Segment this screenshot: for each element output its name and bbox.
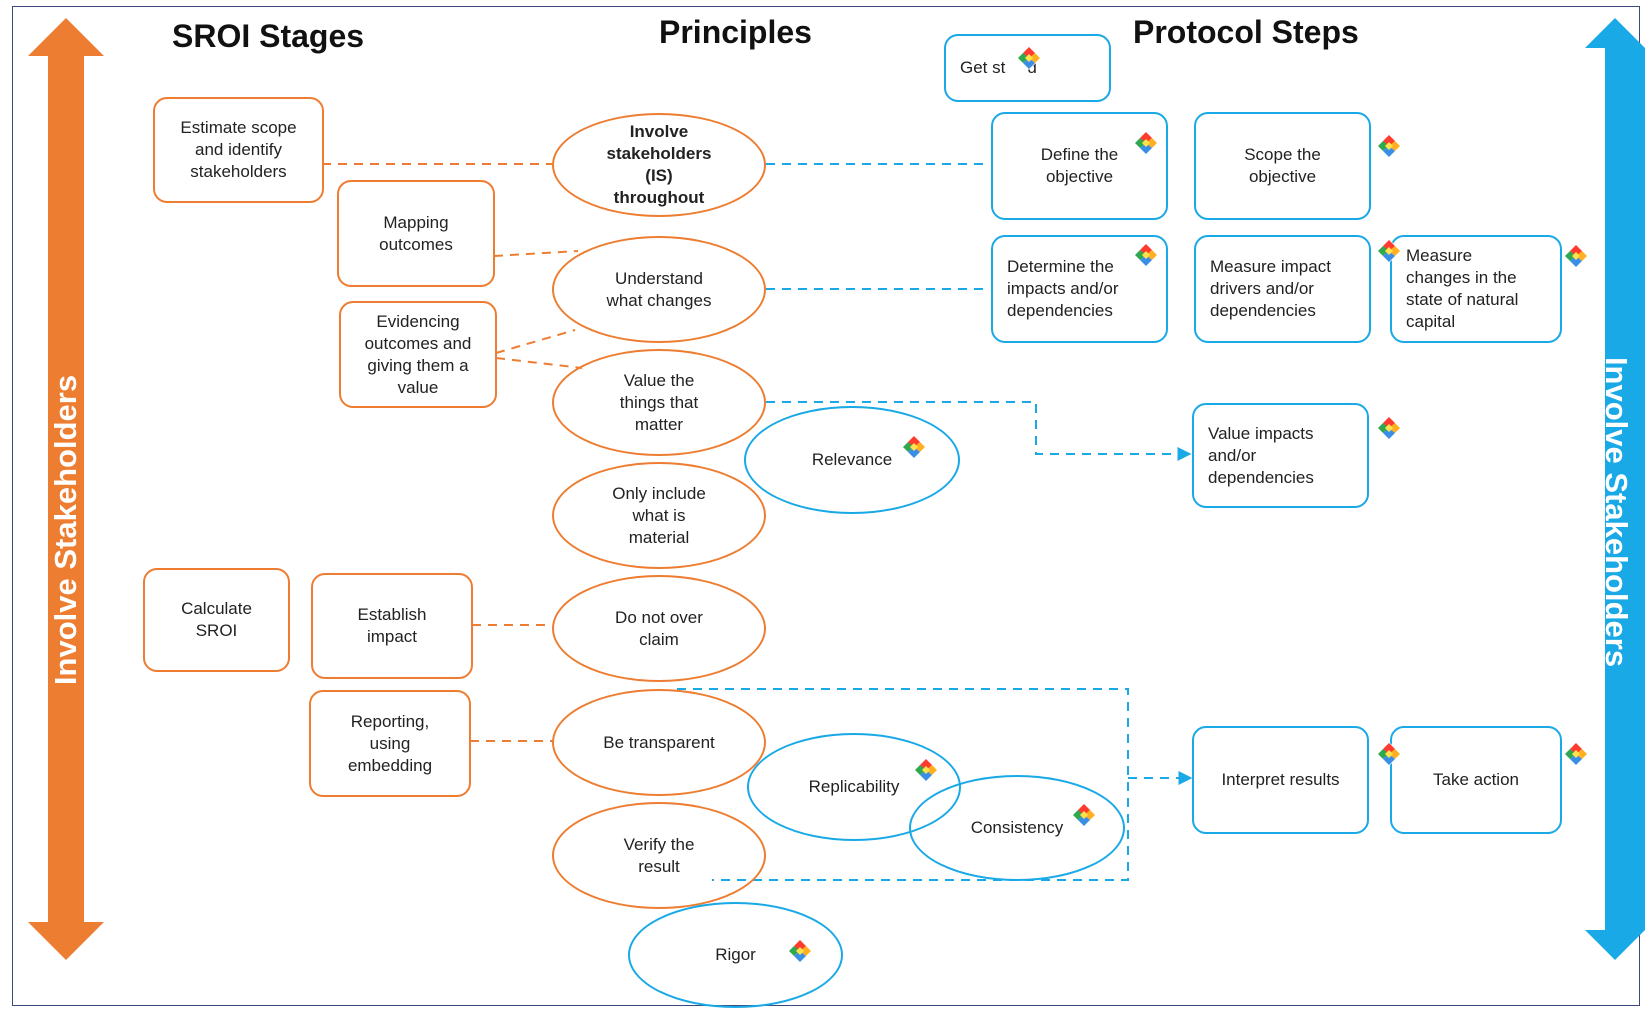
step-determine-impacts-label: Determine the impacts and/or dependencie… — [1007, 257, 1119, 320]
right-involve-label: Involve Stakeholders — [1599, 356, 1634, 668]
heading-principles: Principles — [659, 14, 812, 50]
stage-evidencing-outcomes: Evidencing outcomes and giving them a va… — [339, 301, 497, 408]
protocol-principle-relevance: Relevance — [744, 406, 960, 514]
stage-establish-impact-label: Establish impact — [357, 605, 427, 646]
principle-only-material-label: Only include what is material — [612, 483, 706, 547]
diamond-logo-icon — [1564, 742, 1588, 766]
step-scope-objective-label: Scope the objective — [1244, 145, 1321, 186]
protocol-principle-rigor: Rigor — [628, 902, 843, 1008]
step-get-started-label-tail: d — [1027, 58, 1037, 77]
principle-be-transparent: Be transparent — [552, 689, 766, 796]
step-value-impacts: Value impacts and/or dependencies — [1192, 403, 1369, 508]
step-interpret-results-label: Interpret results — [1221, 770, 1340, 789]
heading-protocol-steps: Protocol Steps — [1133, 14, 1359, 50]
stage-calculate-sroi: Calculate SROI — [143, 568, 290, 672]
step-value-impacts-label: Value impacts and/or dependencies — [1208, 423, 1314, 487]
stage-reporting-label: Reporting, using embedding — [347, 711, 433, 775]
principle-understand-changes: Understand what changes — [552, 236, 766, 343]
diamond-logo-icon — [914, 758, 938, 782]
step-define-objective-label: Define the objective — [1040, 145, 1119, 186]
principle-understand-changes-label: Understand what changes — [606, 268, 712, 310]
stage-estimate-scope-label: Estimate scope and identify stakeholders — [180, 118, 297, 181]
principle-verify-result-label: Verify the result — [623, 834, 695, 876]
stage-mapping-outcomes-label: Mapping outcomes — [379, 212, 453, 254]
principle-value-things: Value the things that matter — [552, 349, 766, 456]
diamond-logo-icon — [1134, 131, 1158, 155]
step-interpret-results: Interpret results — [1192, 726, 1369, 834]
heading-sroi-stages: SROI Stages — [172, 18, 365, 54]
step-define-objective: Define the objective — [991, 112, 1168, 220]
diamond-logo-icon — [1377, 134, 1401, 158]
step-measure-drivers: Measure impact drivers and/or dependenci… — [1194, 235, 1371, 343]
diamond-logo-icon — [1564, 244, 1588, 268]
left-involve-label: Involve Stakeholders — [48, 374, 83, 686]
step-get-started-label: Get st — [960, 58, 1006, 77]
left-involve-arrow — [28, 18, 104, 960]
diamond-logo-icon — [1134, 243, 1158, 267]
orange-connectors — [322, 163, 583, 742]
step-measure-drivers-label: Measure impact drivers and/or dependenci… — [1210, 257, 1331, 320]
stage-reporting: Reporting, using embedding — [309, 690, 471, 797]
principle-involve-stakeholders-label: Involve stakeholders (IS) throughout — [606, 122, 712, 207]
consistency-label: Consistency — [970, 818, 1064, 837]
stage-calculate-sroi-label: Calculate SROI — [181, 599, 252, 640]
diamond-logo-icon — [1072, 803, 1096, 827]
principle-verify-result: Verify the result — [552, 802, 766, 909]
protocol-principle-consistency: Consistency — [909, 775, 1125, 881]
step-take-action-label: Take action — [1433, 770, 1519, 789]
principle-do-not-overclaim: Do not over claim — [552, 575, 766, 682]
replicability-label: Replicability — [808, 777, 900, 796]
step-take-action: Take action — [1390, 726, 1562, 834]
step-measure-changes: Measure changes in the state of natural … — [1390, 235, 1562, 343]
principle-only-material: Only include what is material — [552, 462, 766, 569]
stage-estimate-scope: Estimate scope and identify stakeholders — [153, 97, 324, 203]
diamond-logo-icon — [1017, 46, 1041, 70]
diamond-logo-icon — [1377, 416, 1401, 440]
right-involve-arrow — [1585, 18, 1645, 960]
step-scope-objective: Scope the objective — [1194, 112, 1371, 220]
diamond-logo-icon — [1377, 239, 1401, 263]
blue-connectors — [677, 163, 1193, 881]
rigor-label: Rigor — [715, 945, 756, 964]
diamond-logo-icon — [788, 939, 812, 963]
step-measure-changes-label: Measure changes in the state of natural … — [1406, 246, 1519, 331]
relevance-label: Relevance — [811, 450, 893, 469]
diamond-logo-icon — [1377, 742, 1401, 766]
stage-evidencing-outcomes-label: Evidencing outcomes and giving them a va… — [364, 311, 472, 397]
principle-do-not-overclaim-label: Do not over claim — [615, 607, 703, 649]
principle-involve-stakeholders: Involve stakeholders (IS) throughout — [552, 113, 766, 217]
principle-be-transparent-label: Be transparent — [603, 732, 715, 752]
principle-value-things-label: Value the things that matter — [619, 370, 699, 434]
diamond-logo-icon — [902, 435, 926, 459]
stage-establish-impact: Establish impact — [311, 573, 473, 679]
stage-mapping-outcomes: Mapping outcomes — [337, 180, 495, 287]
